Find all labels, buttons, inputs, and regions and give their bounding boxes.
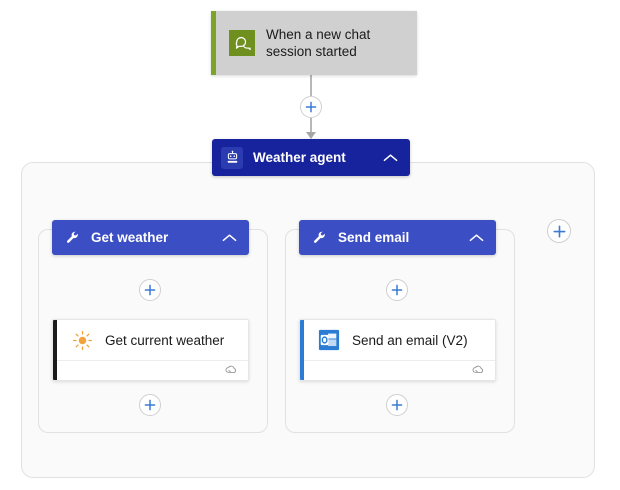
action-label-send-an-email: Send an email (V2) bbox=[352, 332, 468, 348]
trigger-accent-bar bbox=[211, 11, 216, 75]
robot-icon bbox=[221, 146, 243, 169]
tool-title-get-weather: Get weather bbox=[91, 230, 169, 245]
add-step-button-below-send-an-email[interactable] bbox=[386, 394, 408, 416]
wrench-icon bbox=[312, 230, 327, 245]
outlook-icon bbox=[317, 328, 341, 352]
connector-cloud-icon bbox=[471, 362, 485, 380]
wrench-icon bbox=[65, 230, 80, 245]
agent-title: Weather agent bbox=[253, 150, 346, 165]
chevron-up-icon[interactable] bbox=[383, 153, 398, 163]
chevron-up-icon[interactable] bbox=[469, 233, 484, 243]
action-body: Get current weather bbox=[57, 320, 248, 380]
agent-node[interactable]: Weather agent bbox=[212, 139, 410, 176]
chevron-up-icon[interactable] bbox=[222, 233, 237, 243]
add-step-button-in-send-email[interactable] bbox=[386, 279, 408, 301]
add-step-button-after-trigger[interactable] bbox=[300, 96, 322, 118]
sun-icon bbox=[70, 328, 94, 352]
action-footer bbox=[304, 361, 495, 380]
action-accent-bar bbox=[53, 320, 57, 380]
tool-node-send-email[interactable]: Send email bbox=[299, 220, 496, 255]
action-accent-bar bbox=[300, 320, 304, 380]
action-main-row: Get current weather bbox=[57, 320, 248, 361]
add-step-button-in-get-weather[interactable] bbox=[139, 279, 161, 301]
action-card-get-current-weather[interactable]: Get current weather bbox=[52, 319, 249, 381]
chat-bubble-icon bbox=[229, 30, 255, 56]
action-footer bbox=[57, 361, 248, 380]
add-step-button-below-get-current-weather[interactable] bbox=[139, 394, 161, 416]
action-card-send-an-email[interactable]: Send an email (V2) bbox=[299, 319, 496, 381]
trigger-title: When a new chat session started bbox=[266, 27, 371, 59]
action-label-get-current-weather: Get current weather bbox=[105, 332, 225, 348]
tool-node-get-weather[interactable]: Get weather bbox=[52, 220, 249, 255]
tool-title-send-email: Send email bbox=[338, 230, 410, 245]
add-tool-button[interactable] bbox=[547, 219, 571, 243]
trigger-card[interactable]: When a new chat session started bbox=[211, 11, 417, 75]
connector-cloud-icon bbox=[224, 362, 238, 380]
action-body: Send an email (V2) bbox=[304, 320, 495, 380]
action-main-row: Send an email (V2) bbox=[304, 320, 495, 361]
